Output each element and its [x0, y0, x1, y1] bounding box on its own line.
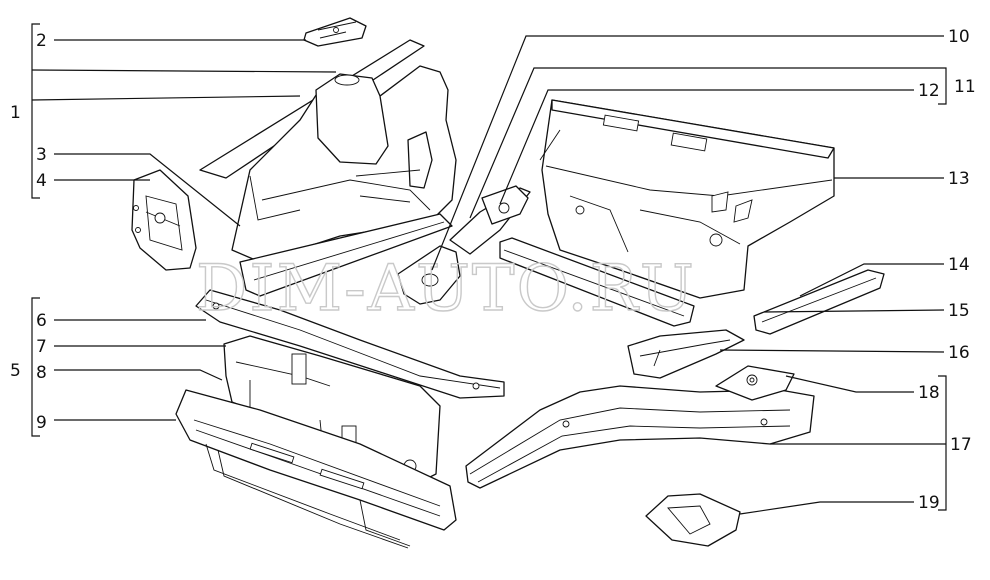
watermark: DIM-AUTO.RU	[196, 252, 696, 326]
callout-5: 5	[10, 361, 21, 381]
leader-lines	[31, 23, 947, 515]
part-5-9-front-panel	[175, 289, 505, 549]
part-2-bracket	[303, 17, 367, 47]
part-1-wheel-arch	[199, 39, 457, 297]
callout-8: 8	[36, 363, 47, 383]
callout-19: 19	[918, 493, 940, 513]
part-16	[627, 329, 745, 379]
part-17-side-member	[465, 385, 815, 489]
part-19	[645, 493, 741, 547]
part-18	[715, 365, 795, 401]
callout-15: 15	[948, 301, 970, 321]
callout-17: 17	[950, 435, 972, 455]
part-10-12-brackets	[397, 185, 531, 305]
callout-18: 18	[918, 383, 940, 403]
callout-3: 3	[36, 145, 47, 165]
callout-2: 2	[36, 31, 47, 51]
callout-labels: 1 2 3 4 5 6 7 8 9 10 11 12 13 14 15 16 1…	[10, 27, 976, 513]
callout-6: 6	[36, 311, 47, 331]
callout-14: 14	[948, 255, 970, 275]
part-4-bracket	[131, 169, 197, 271]
callout-13: 13	[948, 169, 970, 189]
callout-11: 11	[954, 77, 976, 97]
callout-7: 7	[36, 337, 47, 357]
callout-12: 12	[918, 81, 940, 101]
callout-10: 10	[948, 27, 970, 47]
callout-4: 4	[36, 171, 47, 191]
part-rail-center	[499, 237, 695, 327]
callout-16: 16	[948, 343, 970, 363]
part-14-15-rails	[753, 269, 885, 335]
callout-1: 1	[10, 103, 21, 123]
part-13-rear-panel	[539, 99, 835, 299]
callout-9: 9	[36, 413, 47, 433]
